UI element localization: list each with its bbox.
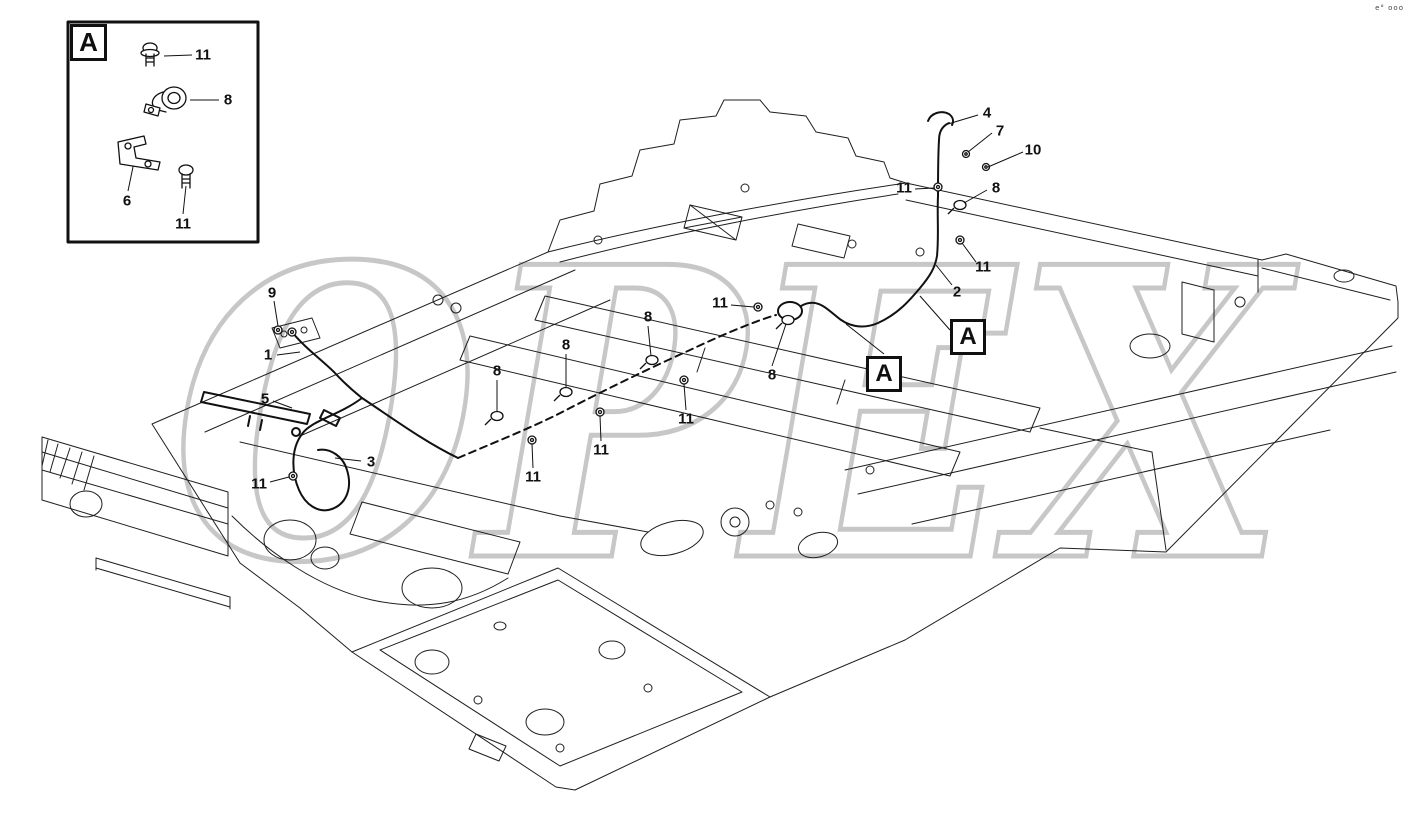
nut-icon xyxy=(961,149,971,159)
bolt-icon xyxy=(288,471,298,481)
detail-view-box xyxy=(66,20,260,244)
bolt-icon xyxy=(527,435,537,445)
detail-view xyxy=(66,20,260,244)
bracket-icon xyxy=(117,135,161,171)
frame-outline xyxy=(151,99,1399,791)
bolt-icon xyxy=(753,302,763,312)
nut-icon xyxy=(981,162,991,172)
fastener-glyphs xyxy=(273,149,991,481)
bolt-icon xyxy=(955,235,965,245)
watermark-group: ОРЕХ xyxy=(170,179,1303,654)
leader-lines xyxy=(127,54,1024,483)
corner-mark: e° ooo xyxy=(1375,4,1404,12)
flange-bolt-icon xyxy=(140,42,160,67)
bolt-icon xyxy=(933,182,943,192)
bolt-icon xyxy=(273,325,283,335)
bolt-icon xyxy=(679,375,689,385)
harness-and-cable xyxy=(200,111,954,512)
cushion-clamp-icon xyxy=(143,86,187,117)
clamp-icon xyxy=(639,354,659,370)
flange-bolt-icon xyxy=(178,164,194,189)
bolt-icon xyxy=(595,407,605,417)
watermark-text: ОРЕХ xyxy=(172,181,1300,651)
clamp-icon xyxy=(947,199,967,215)
bolt-icon xyxy=(287,327,297,337)
clamp-icon xyxy=(553,386,573,402)
clamp-icon xyxy=(775,314,795,330)
